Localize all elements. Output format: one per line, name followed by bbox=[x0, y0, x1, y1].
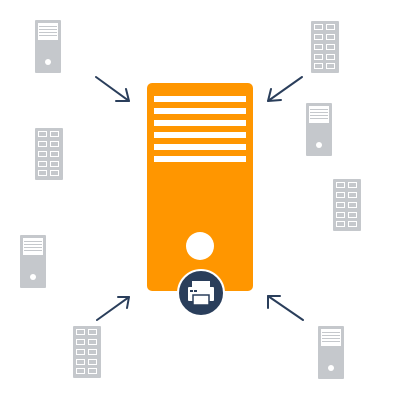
client-cabinet-left-middle bbox=[35, 128, 63, 180]
client-cabinet-top-right bbox=[311, 21, 339, 73]
arrow-bottom-left bbox=[96, 296, 130, 321]
power-button-icon bbox=[186, 232, 214, 260]
client-tower-pc-top-left bbox=[35, 20, 61, 73]
client-tower-pc-right-upper bbox=[306, 103, 332, 156]
printer-icon bbox=[177, 269, 225, 317]
client-cabinet-right-middle bbox=[333, 179, 361, 231]
print-server-icon bbox=[147, 83, 253, 291]
arrow-bottom-right bbox=[267, 295, 304, 321]
client-cabinet-bottom-left bbox=[73, 326, 101, 378]
arrow-top-right bbox=[267, 76, 303, 102]
arrow-top-left bbox=[95, 76, 130, 102]
client-tower-pc-left-lower bbox=[20, 235, 46, 288]
client-tower-pc-bottom-right bbox=[318, 326, 344, 379]
